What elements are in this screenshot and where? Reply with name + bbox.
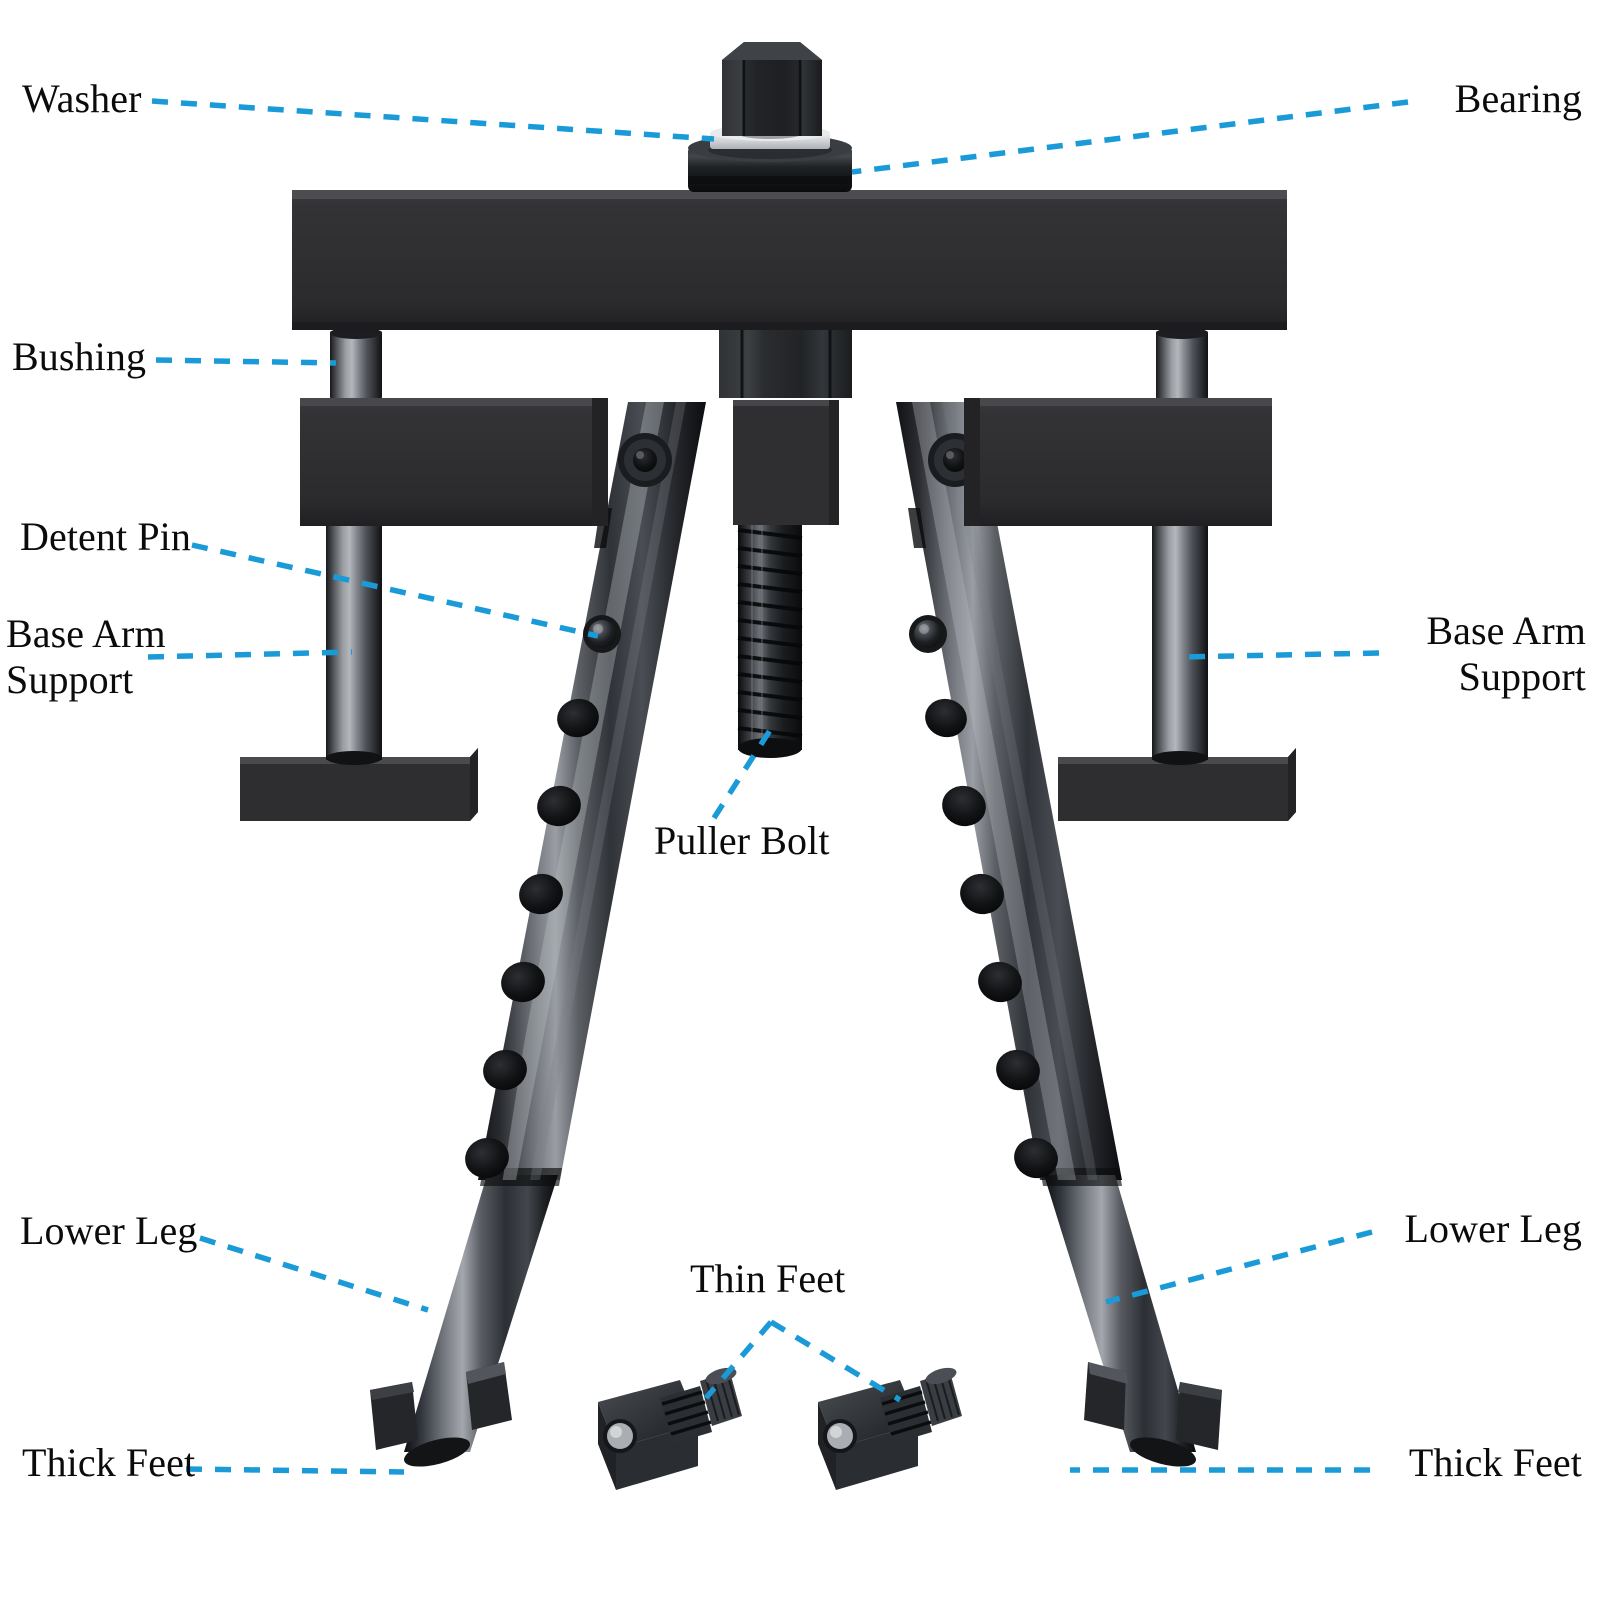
lower-crossbar [300,398,1272,526]
leg-pivot-bolt-left [618,433,672,487]
label-lower-leg-right: Lower Leg [1404,1206,1582,1251]
label-puller-bolt: Puller Bolt [654,818,830,863]
label-washer: Washer [22,76,142,121]
leg-adjustment-holes-left [465,698,599,1179]
label-bushing: Bushing [12,334,147,379]
detent-pin-right [909,615,947,653]
leader-washer [151,98,715,142]
leader-lower-leg-right [1105,1229,1373,1305]
leader-thick-feet-left [185,1466,405,1475]
thin-foot-bolt-2 [818,1367,962,1490]
center-block [733,400,839,525]
label-thick-feet-left: Thick Feet [22,1440,196,1485]
leader-base-arm-left [147,649,353,660]
thin-foot-bolt-1 [598,1367,742,1490]
puller-bolt [737,520,803,758]
upper-crossbar [292,190,1287,330]
label-lower-leg-left: Lower Leg [20,1208,198,1253]
leader-detent-pin [191,542,599,639]
bearing-assembly [688,42,852,192]
leader-puller-bolt [711,722,777,820]
leg-adjustment-holes-right [925,698,1058,1179]
label-bearing: Bearing [1454,76,1582,121]
thick-feet-right [1084,1362,1222,1450]
base-arm-support-left [240,327,478,821]
label-base-arm-support-left: Base Arm Support [6,611,166,703]
top-hex-nut [722,42,822,136]
label-thin-feet: Thin Feet [690,1256,846,1301]
leader-bearing [851,99,1409,175]
leader-bushing [155,357,337,366]
label-base-arm-support-right: Base Arm Support [1426,608,1586,700]
lower-leg-right [896,402,1222,1467]
leader-thin-feet-right [769,1319,902,1403]
leader-lower-leg-left [199,1235,429,1313]
label-thick-feet-right: Thick Feet [1408,1440,1582,1485]
leader-base-arm-right [1181,650,1380,660]
detent-pin-left [583,615,621,653]
thick-feet-left [370,1362,512,1450]
label-detent-pin: Detent Pin [20,514,191,559]
lower-leg-left [370,402,706,1467]
